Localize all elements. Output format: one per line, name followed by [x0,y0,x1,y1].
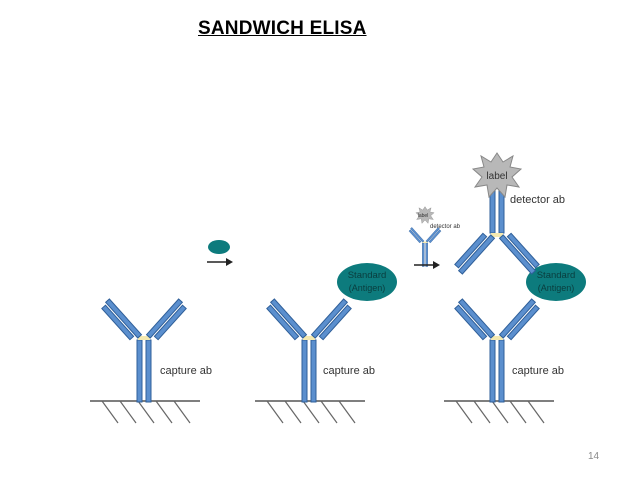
small-detector-ab-label: detector ab [430,224,461,230]
page-number: 14 [588,451,600,462]
small-label-text: label [418,213,429,219]
antigen-label-line2: (Antigen) [349,283,386,293]
capture-ab-label: capture ab [323,365,375,377]
small-antigen [208,240,230,254]
antigen [526,263,586,301]
label-text: label [486,171,507,182]
plate-surface [89,400,201,424]
antigen-label-line1: Standard [348,270,387,281]
detector-addition-step: label detector ab [408,206,461,269]
capture-antibody [452,298,542,403]
panel-capture: capture ab [89,298,212,424]
antigen [337,263,397,301]
capture-antibody [264,298,354,403]
panel-sandwich: capture ab Standard (Antigen) label dete… [443,152,586,424]
arrow-1-head [226,258,233,266]
capture-ab-label: capture ab [512,365,564,377]
antigen-label-line1: Standard [537,270,576,281]
plate-surface [254,400,366,424]
arrow-2-head [433,261,440,269]
capture-antibody [99,298,189,403]
slide-title: SANDWICH ELISA [198,18,367,39]
panel-antigen-bound: capture ab Standard (Antigen) [254,263,397,424]
antigen-label-line2: (Antigen) [538,283,575,293]
capture-ab-label: capture ab [160,365,212,377]
small-detector-antibody [408,227,442,267]
antigen-addition-step [207,240,233,266]
plate-surface [443,400,555,424]
detector-ab-label: detector ab [510,194,565,206]
